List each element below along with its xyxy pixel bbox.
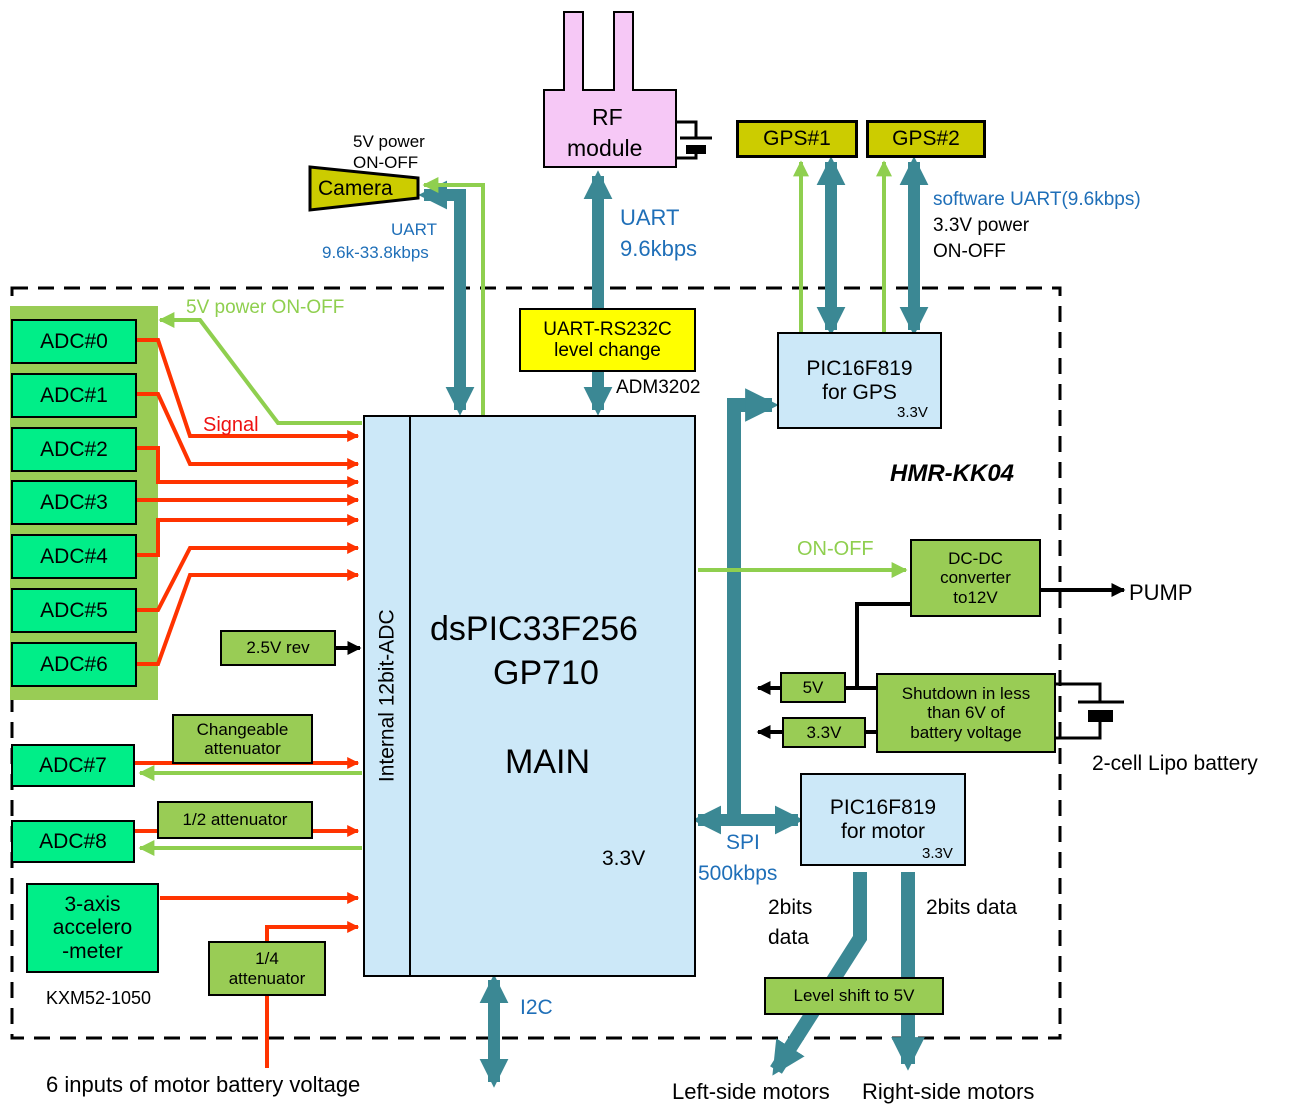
changeable-line2: attenuator	[204, 739, 281, 758]
battery-symbol	[1056, 682, 1124, 740]
accel-part-label: KXM52-1050	[46, 988, 152, 1008]
changeable-line1: Changeable	[196, 719, 289, 739]
pic-motor-voltage: 3.3V	[922, 845, 953, 862]
accelerometer-box: 3-axis accelero -meter	[26, 883, 159, 973]
gps1-box: GPS#1	[736, 120, 858, 158]
quarter-attenuator-box: 1/4 attenuator	[208, 941, 326, 996]
shutdown-line3: battery voltage	[910, 722, 1022, 742]
battery-label: 2-cell Lipo battery	[1092, 752, 1258, 775]
camera-uart-bus	[418, 180, 475, 416]
level-shift-box: Level shift to 5V	[764, 977, 944, 1015]
rf-module-body	[543, 11, 677, 168]
level-change-part: ADM3202	[616, 377, 701, 398]
signal-label: Signal	[203, 414, 259, 436]
accel-line2: accelero	[52, 916, 133, 940]
shutdown-line1: Shutdown in less	[901, 684, 1031, 704]
adc-3-box: ADC#3	[11, 480, 137, 525]
quarter-line2: attenuator	[228, 968, 306, 988]
dcdc-line2: converter	[940, 568, 1011, 588]
rf-line1: RF	[592, 104, 623, 130]
shutdown-line2: than 6V of	[927, 703, 1005, 723]
camera-power-label-1: 5V power	[353, 132, 425, 151]
pic-gps-voltage: 3.3V	[897, 404, 928, 421]
main-mcu-line2: GP710	[493, 654, 599, 692]
main-mcu-line3: MAIN	[505, 743, 590, 781]
dcdc-onoff-label: ON-OFF	[797, 538, 874, 560]
adc-7-box: ADC#7	[11, 744, 135, 787]
main-mcu-voltage: 3.3V	[602, 847, 646, 870]
adc-4-box: ADC#4	[11, 534, 137, 579]
adc-1-box: ADC#1	[11, 373, 137, 418]
v33-box: 3.3V	[782, 717, 866, 748]
gps-note-line2: 3.3V power	[933, 215, 1030, 236]
adc-power-label: 5V power ON-OFF	[186, 297, 345, 318]
left-motors-label: Left-side motors	[672, 1079, 830, 1104]
ref-box: 2.5V rev	[220, 630, 336, 666]
adc-5-box: ADC#5	[11, 588, 137, 633]
pump-label: PUMP	[1129, 580, 1193, 605]
accel-line3: -meter	[62, 939, 123, 963]
adc-8-box: ADC#8	[11, 820, 135, 863]
rf-uart-label-2: 9.6kbps	[620, 236, 698, 261]
board-name: HMR-KK04	[890, 460, 1015, 487]
camera-power-label-2: ON-OFF	[353, 153, 419, 172]
rf-uart-label-1: UART	[620, 205, 680, 230]
dcdc-line3: to12V	[953, 587, 998, 607]
adc-6-box: ADC#6	[11, 642, 137, 687]
pic-motor-line2: for motor	[840, 819, 926, 843]
adc-2-box: ADC#2	[11, 427, 137, 472]
internal-adc-label: Internal 12bit-ADC	[375, 609, 399, 783]
dcdc-power-line	[855, 602, 910, 688]
spi-bus	[727, 388, 779, 820]
board-outline	[10, 286, 1062, 1040]
pic-gps-line1: PIC16F819	[806, 356, 913, 380]
right-data-label: 2bits data	[926, 896, 1018, 919]
main-mcu-box	[363, 415, 696, 977]
spi-label-1: SPI	[726, 831, 760, 854]
right-motors-label: Right-side motors	[862, 1079, 1035, 1104]
v5-box: 5V	[780, 672, 846, 703]
left-motor-bus	[770, 872, 867, 1076]
pic-motor-line1: PIC16F819	[829, 795, 937, 819]
spi-label-2: 500kbps	[698, 862, 778, 885]
camera-body	[308, 165, 420, 212]
pic-gps-line2: for GPS	[822, 380, 897, 404]
shutdown-box: Shutdown in less than 6V of battery volt…	[876, 673, 1056, 753]
camera-power-line	[422, 177, 485, 416]
quarter-line1: 1/4	[255, 949, 279, 969]
half-attenuator-box: 1/2 attenuator	[157, 801, 313, 839]
pic-motor-box: PIC16F819 for motor	[800, 773, 966, 866]
pic-gps-box: PIC16F819 for GPS	[777, 332, 942, 429]
internal-adc-strip: Internal 12bit-ADC	[363, 415, 411, 977]
level-change-line1: UART-RS232C	[543, 318, 672, 340]
gps-note-line1: software UART(9.6kbps)	[933, 189, 1141, 210]
camera-uart-label-1: UART	[391, 220, 437, 239]
accel-line1: 3-axis	[64, 892, 121, 916]
motor-battery-label: 6 inputs of motor battery voltage	[46, 1072, 361, 1097]
gps2-box: GPS#2	[866, 120, 986, 158]
dcdc-line1: DC-DC	[948, 549, 1003, 569]
adc-0-box: ADC#0	[11, 319, 137, 364]
left-data-line1: 2bits	[768, 896, 813, 919]
level-change-line2: level change	[554, 340, 661, 361]
camera-label: Camera	[318, 177, 393, 200]
camera-uart-label-2: 9.6k-33.8kbps	[322, 243, 429, 262]
level-change-box: UART-RS232C level change	[519, 308, 696, 372]
left-data-line2: data	[768, 926, 809, 949]
main-mcu-line1: dsPIC33F256	[430, 610, 638, 648]
changeable-attenuator-box: Changeable attenuator	[172, 714, 313, 764]
i2c-label: I2C	[520, 996, 553, 1019]
gps-note-line3: ON-OFF	[933, 241, 1006, 262]
rf-line2: module	[567, 135, 643, 161]
adc-power-line	[158, 312, 362, 425]
dcdc-box: DC-DC converter to12V	[910, 539, 1041, 617]
